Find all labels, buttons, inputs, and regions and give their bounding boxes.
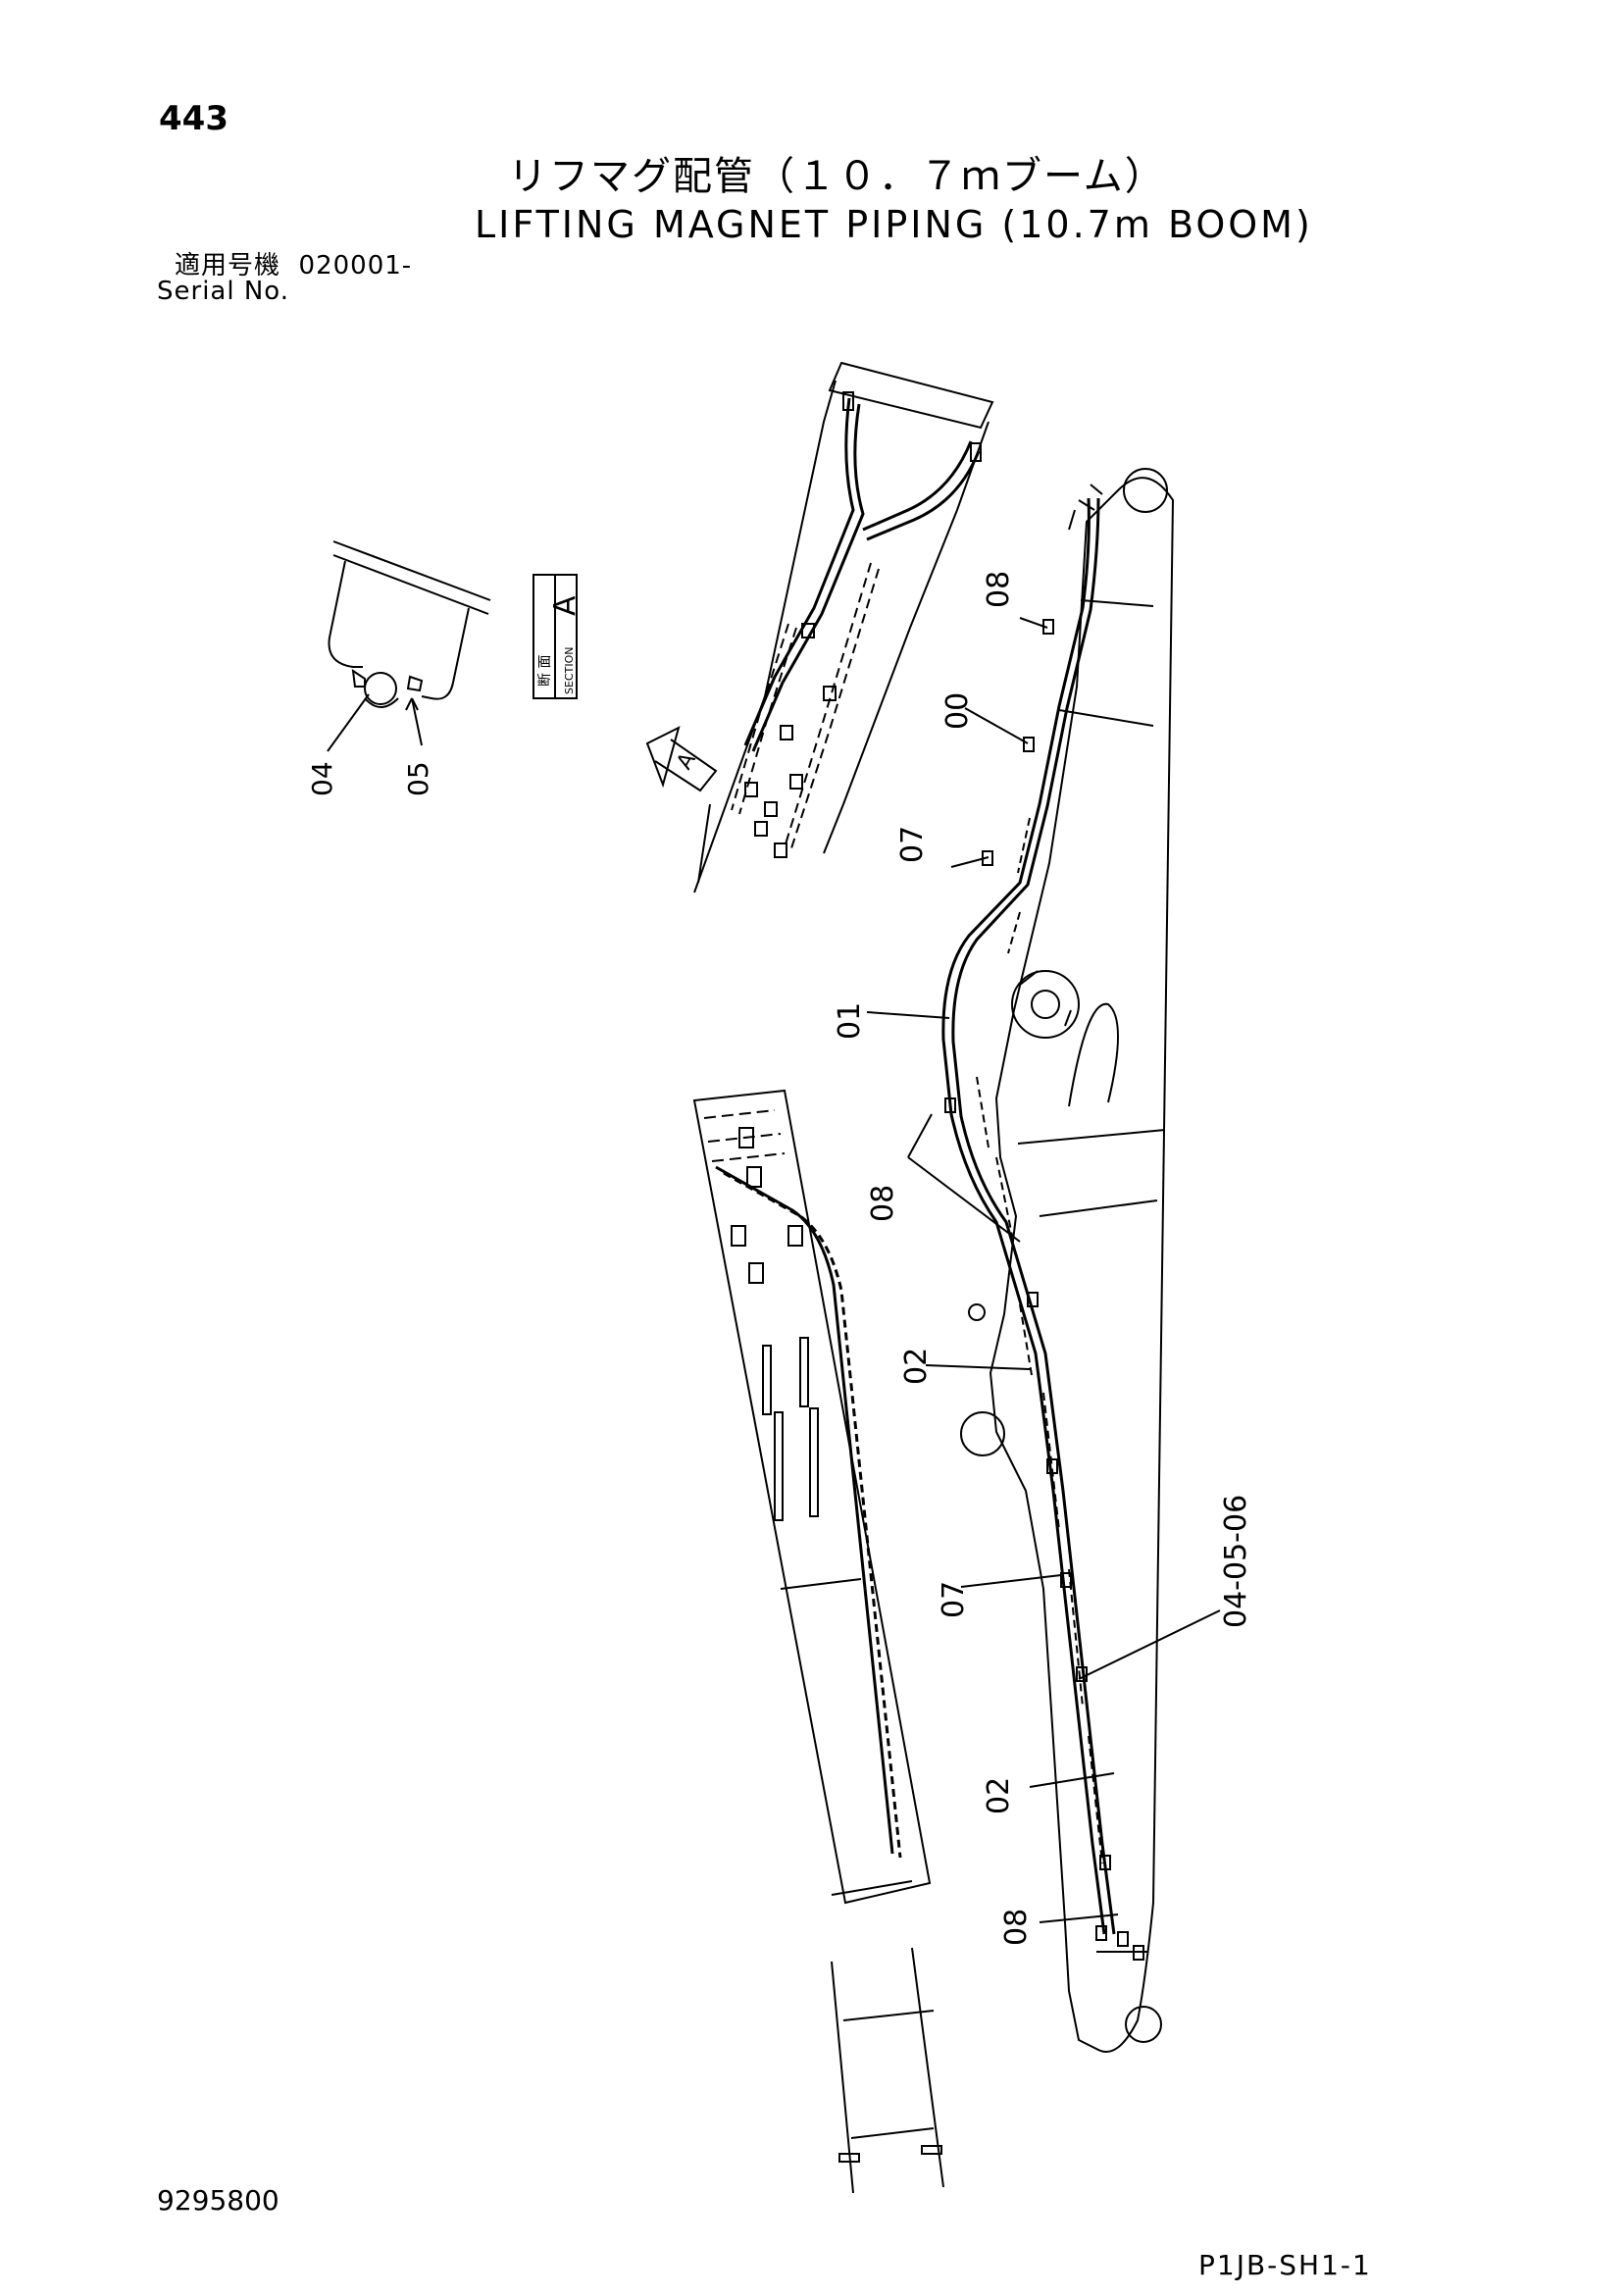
page-title-japanese: リフマグ配管（１０．７ｍブーム） <box>508 154 1166 199</box>
upper-boom-head-detail <box>693 361 994 893</box>
serial-label-japanese: 適用号機 <box>175 251 281 281</box>
callout-02-lower: 02 <box>982 1777 1016 1814</box>
callout-04-05-06: 04-05-06 <box>1219 1495 1253 1628</box>
callout-02-upper: 02 <box>899 1348 934 1385</box>
callout-numbers: 08 00 07 01 08 02 07 04-05-06 02 08 <box>833 571 1253 1946</box>
callout-07-lower: 07 <box>937 1581 971 1618</box>
sheet-id: P1JB-SH1-1 <box>1198 2249 1372 2281</box>
callout-01: 01 <box>833 1002 867 1040</box>
page-title-english: LIFTING MAGNET PIPING (10.7m BOOM) <box>475 203 1313 246</box>
section-letter: A <box>548 595 583 616</box>
callout-05: 05 <box>402 761 434 796</box>
serial-label-english: Serial No. <box>157 277 289 306</box>
callout-08-top: 08 <box>982 571 1016 608</box>
serial-value: 020001- <box>298 251 413 281</box>
view-arrow-letter: A <box>673 748 701 774</box>
lower-side-view-detail <box>692 1089 944 2194</box>
section-label-box: 断 面 SECTION A <box>533 574 583 699</box>
callout-08-bottom: 08 <box>999 1909 1034 1946</box>
document-number: 9295800 <box>157 2184 279 2217</box>
callout-00: 00 <box>940 692 975 730</box>
section-detail: 04 05 <box>306 540 491 796</box>
main-boom <box>960 468 1175 2053</box>
callout-07-upper: 07 <box>895 826 930 863</box>
callout-08-mid: 08 <box>866 1185 900 1222</box>
page-number: 443 <box>159 99 228 138</box>
serial-line-japanese: 適用号機 020001- <box>175 253 412 279</box>
section-label-japanese: 断 面 <box>537 655 553 687</box>
section-label-english: SECTION <box>563 647 576 694</box>
callout-leaders <box>866 617 1221 1923</box>
callout-04: 04 <box>306 761 338 796</box>
view-arrow-a: A <box>645 726 718 792</box>
